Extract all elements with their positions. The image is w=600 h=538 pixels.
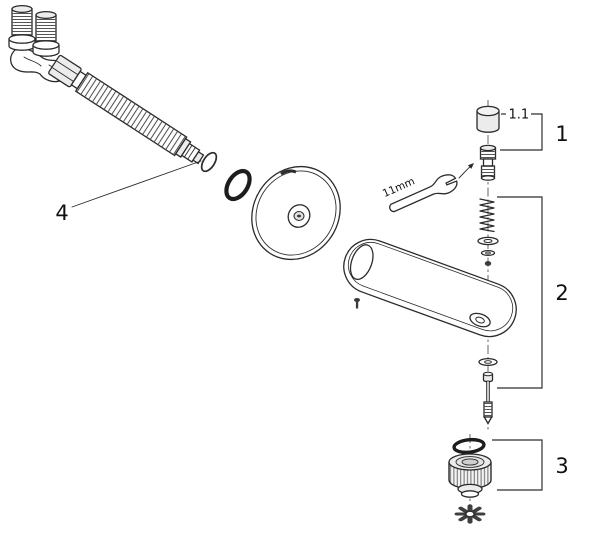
wall-union-assembly [8,4,205,165]
retainer-clip [484,261,492,266]
label-group-1-1: 1.1 [509,108,530,123]
set-screw [354,298,360,309]
spout-outlet-hole [469,312,491,328]
bracket-group-3 [492,439,543,491]
spring [479,198,495,233]
wrench-arrow-head [467,163,474,169]
mounting-cartridge [479,144,497,181]
washer-small [480,249,496,257]
label-group-2: 2 [555,281,568,305]
spout [343,238,517,338]
wrench-11mm-icon: 11mm [381,174,458,213]
fixing-screw [482,371,494,425]
union-inlet-right [32,10,60,57]
label-group-1: 1 [555,122,568,146]
flow-regulator-star [454,504,486,524]
union-inlet-left [8,4,36,51]
hose-run [48,54,205,165]
label-4-leader [71,160,202,208]
washer-below-spout [478,357,498,367]
escutcheon [251,165,341,261]
spout-inlet-opening [349,244,374,280]
o-ring-aerator [452,437,486,455]
bracket-group-1 [500,113,543,151]
escutcheon-mark [280,169,297,176]
cap-part [476,105,500,133]
aerator [448,453,492,498]
o-ring-small [200,151,218,173]
label-group-4: 4 [55,201,68,225]
o-ring-large [224,168,252,202]
washer-large [477,236,499,246]
bracket-group-2 [497,196,543,389]
wrench-arrow-line [458,166,471,179]
label-group-3: 3 [555,454,568,478]
